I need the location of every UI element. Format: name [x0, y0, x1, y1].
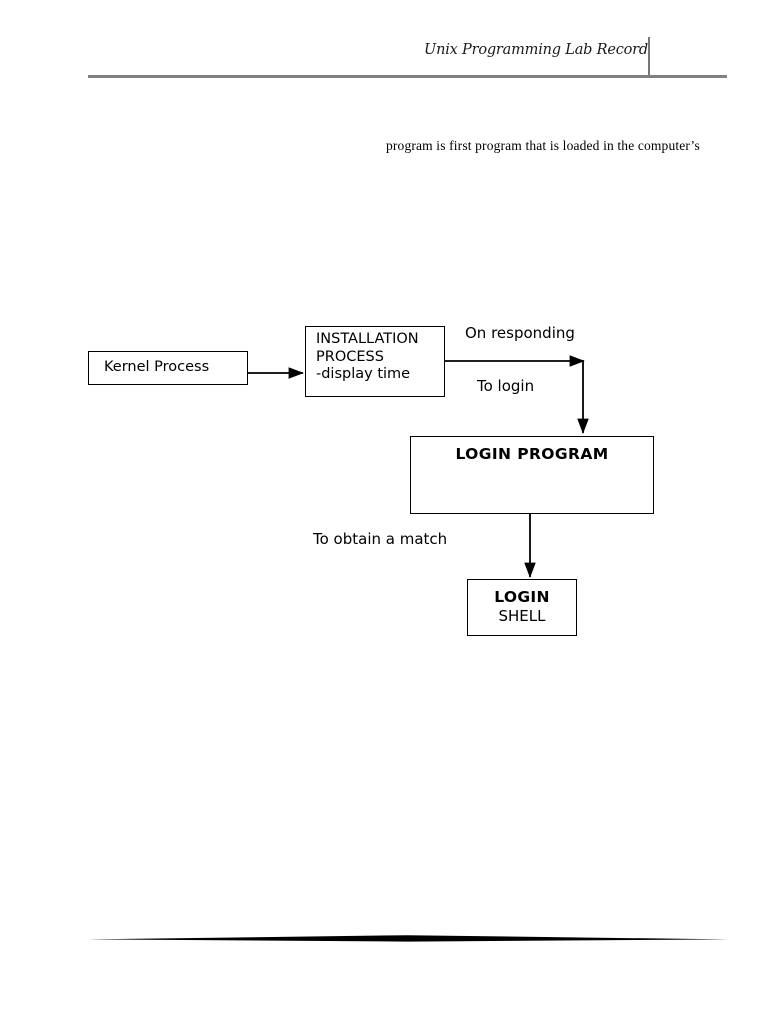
header-horizontal-rule-icon — [88, 75, 727, 78]
node-kernel-process-label: Kernel Process — [104, 359, 210, 376]
node-installation-line3: -display time — [316, 366, 411, 383]
node-installation-process[interactable]: INSTALLATION PROCESS -display time — [305, 326, 445, 397]
edge-label-to-obtain-a-match: To obtain a match — [313, 530, 448, 548]
page-header-title: Unix Programming Lab Record — [424, 42, 648, 58]
node-login-program[interactable]: LOGIN PROGRAM — [410, 436, 654, 514]
edge-label-to-login: To login — [477, 377, 535, 395]
header-vertical-divider-icon — [648, 37, 650, 77]
node-login-shell[interactable]: LOGIN SHELL — [467, 579, 577, 636]
node-installation-line2: PROCESS — [316, 348, 384, 365]
node-login-program-label: LOGIN PROGRAM — [455, 445, 609, 463]
footer-tapered-rule-icon — [88, 935, 728, 942]
node-login-shell-line2: SHELL — [498, 606, 546, 625]
body-paragraph-line: program is first program that is loaded … — [386, 138, 700, 153]
edge-label-on-responding: On responding — [465, 324, 575, 342]
node-installation-line1: INSTALLATION — [316, 331, 419, 347]
node-kernel-process[interactable]: Kernel Process — [88, 351, 248, 385]
node-login-shell-line1: LOGIN — [494, 588, 550, 606]
